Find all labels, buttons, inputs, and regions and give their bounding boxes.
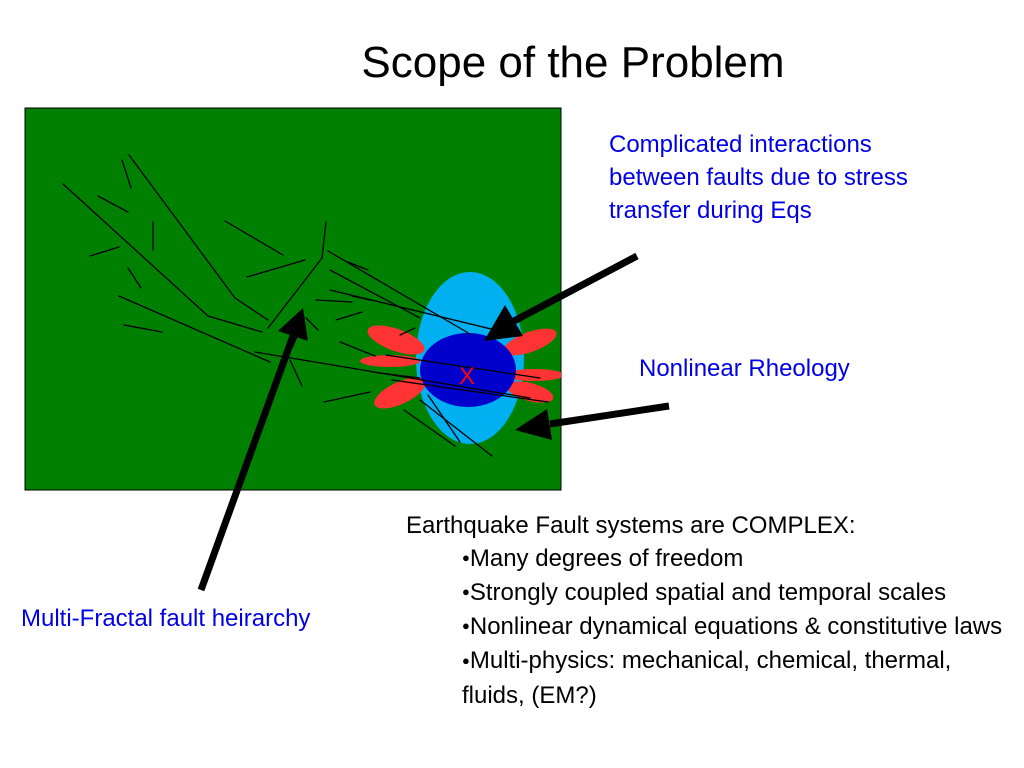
lobe-right: [504, 369, 561, 381]
list-item: ●Many degrees of freedom: [462, 542, 1016, 576]
fault-line: [347, 261, 369, 271]
arrow-shaft-rheology: [549, 402, 670, 428]
pointer-arrows: [197, 252, 670, 592]
inner-stress-zone: [420, 333, 516, 407]
fault-line: [305, 317, 319, 331]
annotation-line: Complicated interactions: [609, 131, 872, 158]
fault-line: [246, 259, 306, 278]
fault-line: [385, 354, 541, 379]
bullet-icon: ●: [462, 618, 470, 634]
arrow-shaft-interactions: [512, 252, 639, 325]
fault-line: [419, 399, 493, 457]
bullet-icon: ●: [462, 584, 470, 600]
fault-line: [234, 297, 269, 321]
fault-line: [339, 341, 376, 357]
annotation-multifractal-hierarchy: Multi-Fractal fault heirarchy: [21, 605, 311, 632]
arrow-shaft-fractal: [197, 334, 297, 592]
fault-line: [118, 295, 271, 363]
fault-line: [127, 267, 142, 289]
fault-line: [123, 324, 163, 333]
fault-line: [427, 394, 461, 443]
fault-line: [327, 250, 471, 335]
fault-line: [391, 379, 549, 403]
fault-line: [335, 311, 363, 321]
fault-line: [267, 257, 323, 329]
list-item-text: Strongly coupled spatial and temporal sc…: [469, 579, 947, 607]
fault-line: [403, 409, 456, 447]
lobe-left: [360, 355, 420, 367]
fault-line: [62, 183, 209, 317]
fault-line: [329, 269, 421, 319]
fault-line: [121, 159, 132, 189]
list-item: ●Strongly coupled spatial and temporal s…: [462, 576, 1016, 610]
fault-line: [97, 195, 129, 213]
list-item-text: Many degrees of freedom: [469, 545, 744, 572]
fault-line: [321, 221, 327, 259]
fault-line: [315, 299, 353, 303]
annotation-nonlinear-rheology: Nonlinear Rheology: [639, 355, 850, 382]
list-item-text: Nonlinear dynamical equations & constitu…: [469, 613, 1003, 641]
fault-line: [323, 391, 371, 403]
lobe-upper-left: [367, 325, 425, 355]
fault-line: [89, 246, 120, 257]
complexity-heading: Earthquake Fault systems are COMPLEX:: [406, 512, 856, 539]
complexity-list-block: Earthquake Fault systems are COMPLEX: ●M…: [406, 509, 1016, 712]
annotation-stress-interactions: Complicated interactions between faults …: [609, 128, 1009, 227]
bullet-icon: ●: [462, 550, 470, 566]
bullet-icon: ●: [462, 652, 470, 668]
complexity-list: ●Many degrees of freedom ●Strongly coupl…: [406, 542, 1016, 712]
annotation-line: between faults due to stress: [609, 164, 908, 191]
arrow-head-interactions: [484, 305, 523, 341]
epicenter-marker: X: [459, 363, 475, 390]
fault-network: [62, 154, 549, 457]
fault-line: [207, 315, 263, 333]
fault-line: [329, 289, 521, 337]
list-item-text: Multi-physics: mechanical, chemical, the…: [462, 647, 952, 709]
lobe-lower-left: [374, 377, 426, 409]
fault-line: [224, 220, 284, 256]
arrow-head-fractal: [278, 308, 308, 341]
arrow-head-rheology: [515, 409, 552, 440]
list-item: ●Nonlinear dynamical equations & constit…: [462, 610, 1016, 644]
slide-title: Scope of the Problem: [361, 38, 785, 87]
fault-line: [399, 327, 416, 336]
annotation-line: transfer during Eqs: [609, 197, 812, 224]
fault-line: [128, 154, 236, 299]
list-item: ●Multi-physics: mechanical, chemical, th…: [462, 644, 1016, 711]
fault-line: [289, 359, 303, 387]
fault-line: [254, 351, 531, 399]
lobe-upper-right: [503, 328, 557, 356]
